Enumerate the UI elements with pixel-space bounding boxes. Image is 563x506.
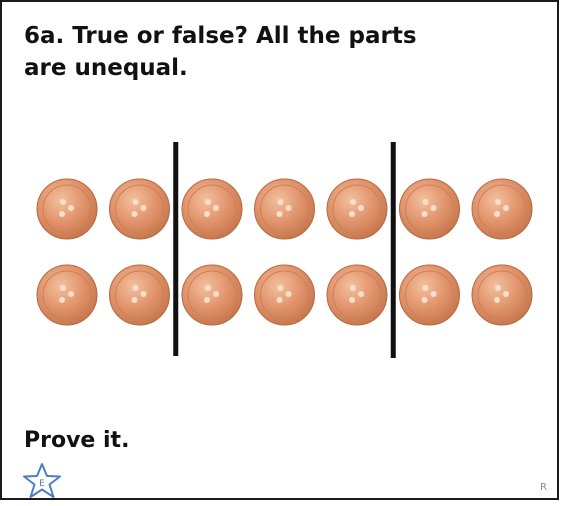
button-counter <box>182 179 242 239</box>
button-counter <box>472 265 532 325</box>
button-counter <box>110 179 170 239</box>
button-counter <box>400 179 460 239</box>
corner-mark: R <box>540 482 547 493</box>
button-counter <box>327 179 387 239</box>
button-counter <box>400 265 460 325</box>
button-counter <box>110 265 170 325</box>
button-counter <box>37 179 97 239</box>
star-badge-letter: E <box>39 479 45 489</box>
prove-it-prompt: Prove it. <box>24 428 129 453</box>
button-counter <box>182 265 242 325</box>
button-counter <box>255 179 315 239</box>
button-counter <box>327 265 387 325</box>
button-counter <box>472 179 532 239</box>
star-icon: E <box>22 462 62 500</box>
button-counter <box>37 265 97 325</box>
button-counter <box>255 265 315 325</box>
